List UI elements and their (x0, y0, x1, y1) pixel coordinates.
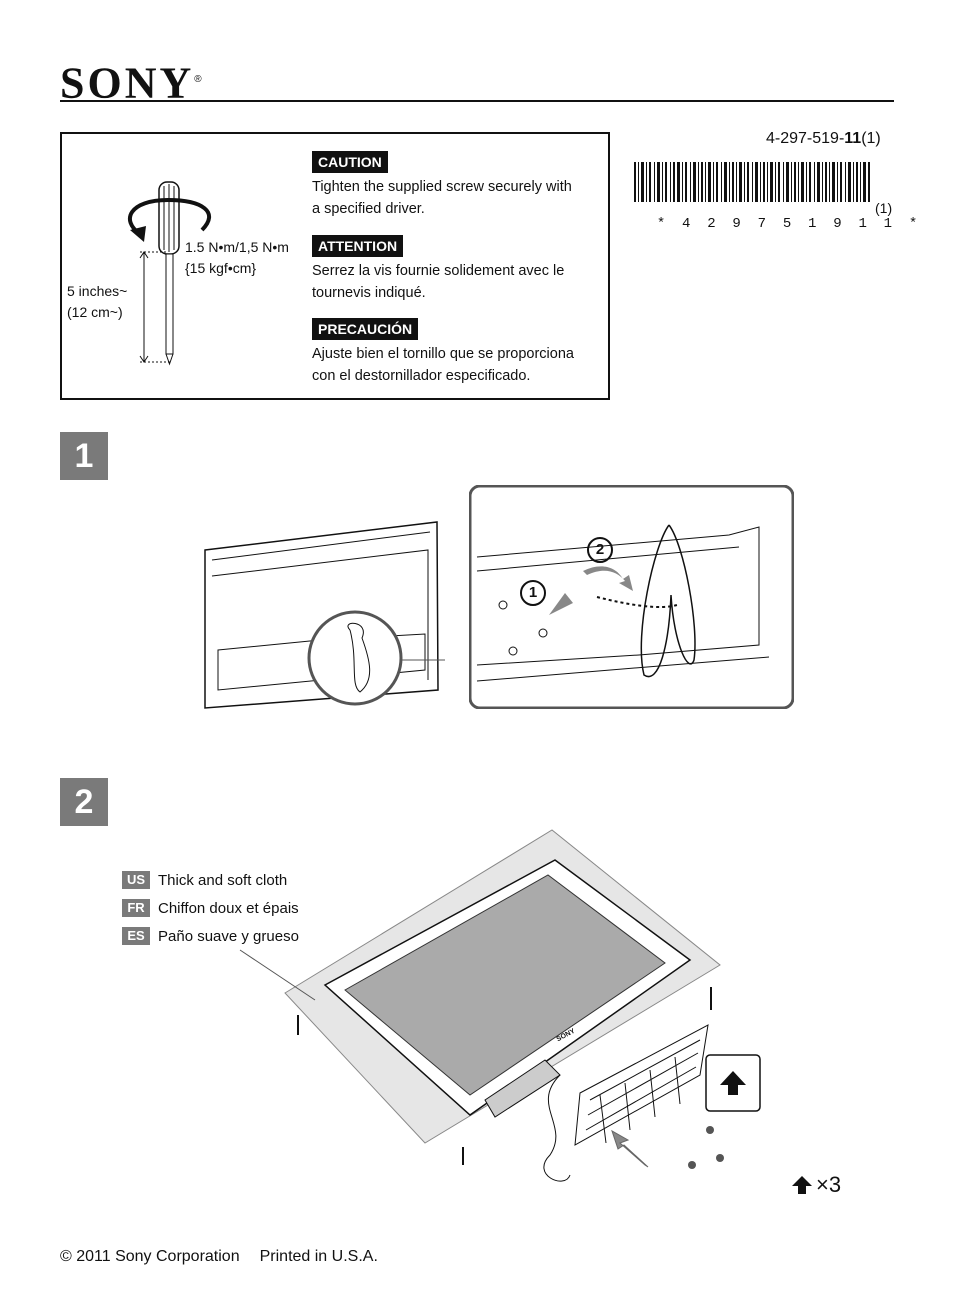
barcode-suffix: (1) (875, 200, 893, 216)
footer: © 2011 Sony Corporation Printed in U.S.A. (60, 1248, 398, 1266)
sony-logo: SONY® (60, 58, 202, 106)
lang-code-fr: FR (122, 899, 150, 917)
step-1-badge: 1 (60, 432, 108, 480)
caution-box (60, 132, 610, 400)
barcode (634, 162, 870, 202)
step-1-tv-back-illustration (204, 521, 445, 709)
screwdriver-illustration (128, 181, 212, 366)
attention-text-2: tournevis indiqué. (312, 285, 426, 301)
step-2-tv-on-cloth-illustration (239, 829, 761, 1182)
step-1-detail-illustration (469, 485, 794, 709)
length-spec: 5 inches~ (12 cm~) (67, 281, 127, 323)
step-1-callout-2: 2 (587, 537, 613, 563)
lang-code-es: ES (122, 927, 150, 945)
cloth-legend: US Thick and soft cloth FR Chiffon doux et… (122, 869, 299, 947)
step-2-badge: 2 (60, 778, 108, 826)
part-number: 4-297-519-11(1) (766, 130, 881, 148)
precaucion-text-1: Ajuste bien el tornillo que se proporcio… (312, 346, 574, 362)
cloth-legend-us: US Thick and soft cloth (122, 869, 299, 891)
length-line-1: 5 inches~ (67, 283, 128, 299)
registered-mark: ® (194, 74, 202, 85)
length-line-2: (12 cm~) (67, 304, 123, 320)
caution-text-1: Tighten the supplied screw securely with (312, 179, 572, 195)
cloth-legend-fr: FR Chiffon doux et épais (122, 897, 299, 919)
torque-line-1: 1.5 N•m/1,5 N•m (185, 239, 289, 255)
caution-es: PRECAUCIÓN Ajuste bien el tornillo que s… (312, 318, 607, 387)
torque-spec: 1.5 N•m/1,5 N•m {15 kgf•cm} (185, 237, 289, 279)
screw-count-text: ×3 (816, 1172, 842, 1197)
step-1-callout-1: 1 (520, 580, 546, 606)
caution-en: CAUTION Tighten the supplied screw secur… (312, 151, 607, 220)
barcode-digits-text: * 4 2 9 7 5 1 9 1 1 * (656, 216, 918, 232)
torque-line-2: {15 kgf•cm} (185, 260, 257, 276)
cloth-legend-es: ES Paño suave y grueso (122, 925, 299, 947)
brand-text: SONY (60, 58, 195, 108)
caution-tag: CAUTION (312, 151, 388, 173)
screw-count: ×3 (790, 1172, 841, 1198)
cloth-text-fr: Chiffon doux et épais (158, 899, 299, 917)
footer-copyright: © 2011 Sony Corporation (60, 1248, 240, 1265)
lang-code-us: US (122, 871, 150, 889)
footer-printed: Printed in U.S.A. (259, 1248, 378, 1265)
screw-icon (792, 1176, 812, 1194)
part-number-bold: 11 (844, 130, 862, 147)
precaucion-tag: PRECAUCIÓN (312, 318, 419, 340)
attention-tag: ATTENTION (312, 235, 404, 257)
precaucion-text-2: con el destornillador especificado. (312, 368, 531, 384)
part-number-suffix: (1) (861, 130, 881, 147)
header-rule (60, 100, 894, 102)
cloth-text-es: Paño suave y grueso (158, 927, 299, 945)
caution-fr: ATTENTION Serrez la vis fournie solideme… (312, 235, 607, 304)
part-number-prefix: 4-297-519- (766, 130, 845, 147)
caution-text-2: a specified driver. (312, 201, 425, 217)
barcode-digits: * 4 2 9 7 5 1 9 1 1 * (640, 200, 917, 232)
attention-text-1: Serrez la vis fournie solidement avec le (312, 263, 565, 279)
cloth-text-us: Thick and soft cloth (158, 871, 288, 889)
